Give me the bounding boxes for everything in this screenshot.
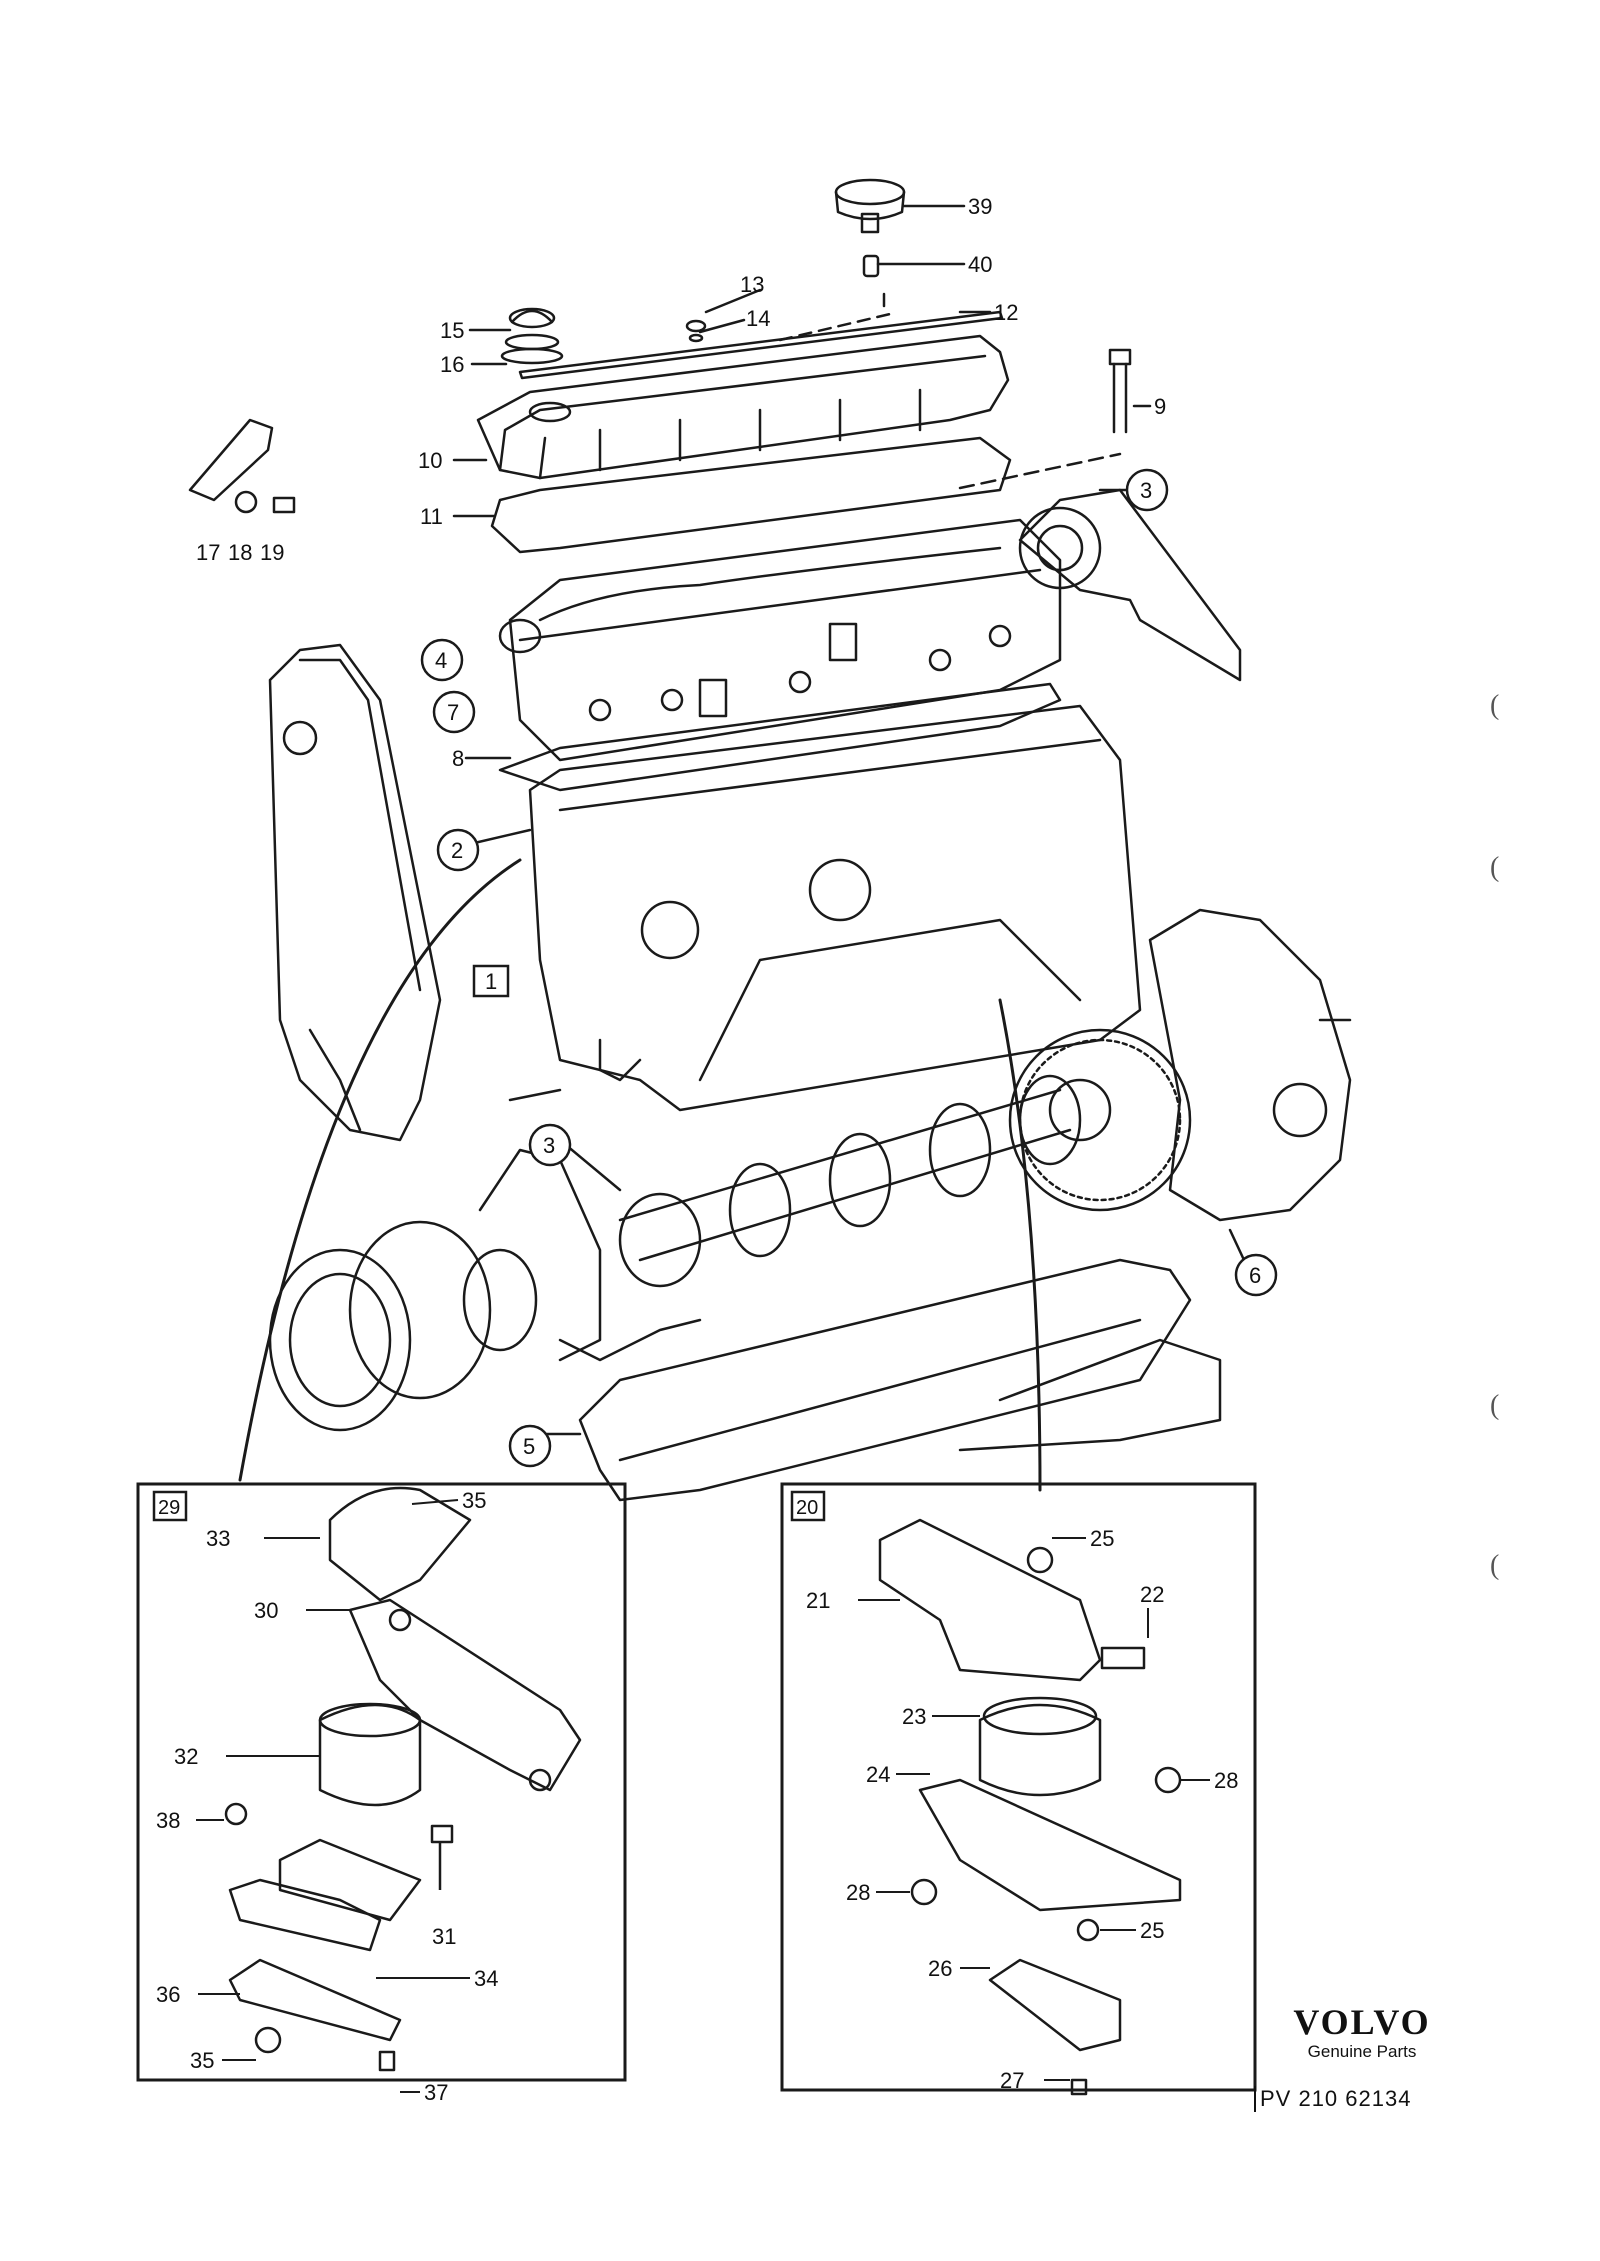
- oil-cap: [500, 307, 564, 365]
- volvo-logo: VOLVO Genuine Parts: [1262, 2004, 1462, 2062]
- brand-tagline: Genuine Parts: [1307, 2042, 1417, 2061]
- rubber-mount-32: [318, 1703, 422, 1807]
- callout-26: 26: [928, 1956, 952, 1981]
- margin-mark: (: [1490, 690, 1500, 721]
- callout-13: 13: [740, 272, 764, 297]
- flywheel: [1008, 1028, 1192, 1212]
- margin-mark: (: [1490, 1390, 1500, 1421]
- callout-17: 17: [196, 540, 220, 565]
- cylinder-head: [498, 518, 1062, 762]
- mount-cover: [328, 1486, 472, 1602]
- valve-cover: [476, 334, 1010, 480]
- callout-19: 19: [260, 540, 284, 565]
- engine-block: [528, 704, 1142, 1112]
- mount-bracket-30: [348, 1598, 582, 1792]
- callout-21: 21: [806, 1588, 830, 1613]
- callout-27: 27: [1000, 2068, 1024, 2093]
- small-bracket: [188, 418, 296, 514]
- callout-39: 39: [968, 194, 992, 219]
- brand-name: VOLVO: [1293, 2002, 1431, 2042]
- callout-31: 31: [432, 1924, 456, 1949]
- callout-38: 38: [156, 1808, 180, 1833]
- callout-8: 8: [452, 746, 464, 771]
- callout-35-bottom: 35: [190, 2048, 214, 2073]
- circled-7: 7: [447, 700, 459, 725]
- callout-34: 34: [474, 1966, 498, 1991]
- camshaft-cover: [1018, 488, 1242, 682]
- margin-mark: (: [1490, 852, 1500, 883]
- crankshaft: [618, 1074, 1082, 1288]
- head-gasket: [498, 682, 1062, 792]
- callout-10: 10: [418, 448, 442, 473]
- callout-35-top: 35: [462, 1488, 486, 1513]
- callout-23: 23: [902, 1704, 926, 1729]
- callout-16: 16: [440, 352, 464, 377]
- margin-mark: (: [1490, 1550, 1500, 1581]
- callout-11: 11: [420, 504, 443, 529]
- circled-2: 2: [451, 838, 463, 863]
- timing-belt-cover: [268, 643, 442, 1142]
- valve-cover-seal: [518, 310, 1004, 380]
- inset-20: [780, 1482, 1257, 2096]
- mount-bracket-21: [878, 1518, 1102, 1682]
- boxed-20: 20: [796, 1497, 818, 1519]
- callout-28-left: 28: [846, 1880, 870, 1905]
- reference-number: PV 210 62134: [1254, 2086, 1411, 2112]
- callout-9: 9: [1154, 394, 1166, 419]
- callout-12: 12: [994, 300, 1018, 325]
- callout-18: 18: [228, 540, 252, 565]
- callout-37: 37: [424, 2080, 448, 2105]
- bolt-9: [1108, 348, 1132, 434]
- callout-28-right: 28: [1214, 1768, 1238, 1793]
- callout-25-top: 25: [1090, 1526, 1114, 1551]
- circled-5: 5: [523, 1434, 535, 1459]
- boxed-1: 1: [485, 969, 497, 994]
- callout-25-bottom: 25: [1140, 1918, 1164, 1943]
- callout-15: 15: [440, 318, 464, 343]
- oil-filler-cap: [834, 178, 906, 278]
- rubber-mount-23: [978, 1703, 1102, 1797]
- oil-pan: [558, 1258, 1222, 1502]
- callout-30: 30: [254, 1598, 278, 1623]
- callout-24: 24: [866, 1762, 890, 1787]
- circled-4: 4: [435, 648, 447, 673]
- crankshaft-pulley: [268, 1148, 602, 1432]
- valve-cover-gasket: [490, 436, 1012, 554]
- callout-32: 32: [174, 1744, 198, 1769]
- callout-40: 40: [968, 252, 992, 277]
- circled-6: 6: [1249, 1263, 1261, 1288]
- inset-29: [136, 1482, 627, 2093]
- circled-3-top: 3: [1140, 478, 1152, 503]
- callout-36: 36: [156, 1982, 180, 2007]
- boxed-29: 29: [158, 1497, 180, 1519]
- circled-3-bottom: 3: [543, 1133, 555, 1158]
- callout-22: 22: [1140, 1582, 1164, 1607]
- callout-14: 14: [746, 306, 770, 331]
- callout-33: 33: [206, 1526, 230, 1551]
- bell-housing: [1148, 908, 1352, 1222]
